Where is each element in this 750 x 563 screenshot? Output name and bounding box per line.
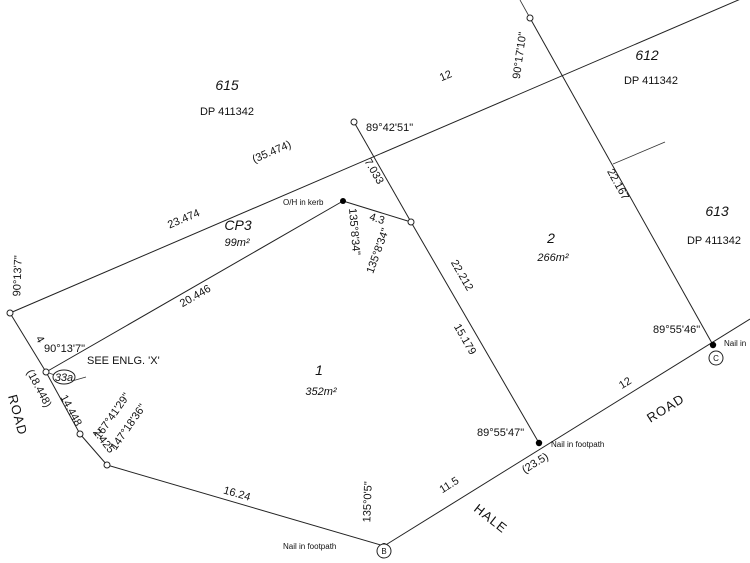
left-road-boundary-lower — [45, 371, 81, 435]
bearing-top-mid: 89°42'51" — [366, 122, 413, 134]
lot2-short-boundary — [353, 121, 412, 223]
lot-1-area: 352m² — [305, 386, 337, 398]
dim-235: (23.5) — [520, 451, 551, 476]
corner-point-top-mid — [350, 118, 358, 126]
marker-33a-label: 33a — [55, 372, 73, 384]
bearing-right: 89°55'46" — [653, 324, 700, 336]
bearing-bottom: 135°0'5" — [361, 481, 374, 522]
corner-point-left-top — [6, 309, 14, 317]
note-see-enlg: SEE ENLG. 'X' — [87, 355, 160, 367]
corner-point-top-right — [526, 14, 534, 22]
note-nail-right: Nail in — [724, 339, 746, 348]
bearing-left-top: 90°13'7" — [11, 255, 24, 296]
marker-b: B — [376, 543, 392, 559]
dim-43: 4.3 — [368, 211, 386, 227]
oh-segment — [342, 200, 412, 223]
marker-33a: 33a — [52, 369, 76, 385]
note-nail-footpath-mid: Nail in footpath — [551, 440, 604, 449]
lot-613-dp: DP 411342 — [687, 235, 741, 247]
road-label-right: ROAD — [644, 391, 687, 426]
corner-point-left-low — [76, 430, 84, 438]
bearing-top-right: 90°17'10" — [511, 31, 529, 79]
lot-2-area: 266m² — [536, 252, 569, 264]
lot-615-number: 615 — [215, 77, 239, 93]
boundary-lines — [9, 0, 750, 547]
dim-12-top: 12 — [438, 68, 454, 84]
nail-point-right — [709, 341, 717, 349]
top-boundary-line — [9, 0, 740, 314]
lot-613-number: 613 — [705, 203, 729, 219]
bearing-left-mid: 90°13'7" — [44, 343, 85, 355]
dim-115: 11.5 — [437, 475, 461, 496]
note-nail-footpath-bottom: Nail in footpath — [283, 542, 336, 551]
lot612-613-divider — [612, 141, 666, 165]
cp3-name: CP3 — [224, 217, 251, 233]
bearing-oh-1: 135°8'34" — [346, 208, 362, 256]
lot1-lot2-boundary — [410, 221, 540, 444]
dim-15179: 15.179 — [451, 322, 478, 357]
corner-curve-segment — [79, 433, 108, 466]
dim-1624: 16.24 — [222, 485, 252, 504]
road-label-left: ROAD — [5, 393, 30, 437]
marker-c: C — [708, 350, 724, 366]
marker-b-circle — [376, 543, 392, 559]
cp3-lower-boundary — [45, 200, 344, 373]
survey-points — [6, 14, 717, 549]
oh-kerb-point — [340, 198, 346, 204]
note-oh-kerb: O/H in kerb — [283, 198, 324, 207]
dim-35474: (35.474) — [251, 139, 293, 166]
cp3-area: 99m² — [224, 237, 249, 249]
road-label-hale: HALE — [471, 501, 510, 536]
left-road-boundary — [9, 312, 47, 373]
dim-12-right: 12 — [617, 375, 634, 392]
lot-615-dp: DP 411342 — [200, 106, 254, 118]
corner-point-curve-end — [103, 461, 111, 469]
bearing-oh-2: 135°8'34" — [364, 227, 391, 275]
corner-point-oh-end — [407, 218, 415, 226]
marker-33a-ellipse — [52, 369, 76, 385]
marker-b-label: B — [381, 547, 386, 556]
dim-22212: 22.212 — [448, 258, 475, 293]
dim-20446: 20.446 — [178, 283, 213, 310]
bearing-mid: 89°55'47" — [477, 427, 524, 439]
lot-1-number: 1 — [315, 362, 323, 378]
marker-c-label: C — [713, 354, 719, 363]
bottom-left-boundary — [106, 464, 385, 547]
dim-23474: 23.474 — [166, 207, 202, 231]
hale-road-boundary — [383, 318, 750, 547]
dim-18448: (18.448) — [24, 368, 54, 410]
marker-c-circle — [708, 350, 724, 366]
corner-point-left-mid — [42, 368, 50, 376]
dim-22167: 22.167 — [604, 167, 631, 202]
lot-2-number: 2 — [546, 230, 555, 246]
dim-4: 4 — [33, 334, 46, 345]
dim-14448: 14.448 — [57, 393, 83, 428]
lot-612-dp: DP 411342 — [624, 75, 678, 87]
lot2-east-boundary — [529, 17, 714, 346]
lot-612-number: 612 — [635, 47, 659, 63]
nail-point-mid — [535, 439, 543, 447]
